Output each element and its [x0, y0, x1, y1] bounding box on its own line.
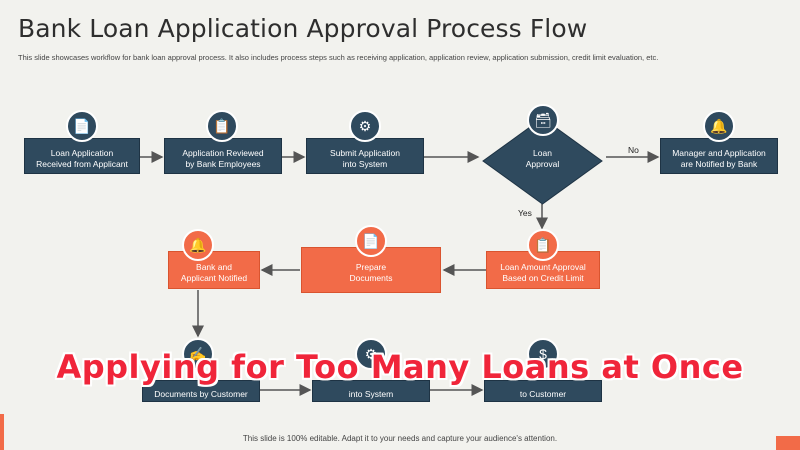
corner-accent-left	[0, 414, 4, 450]
page-title: Bank Loan Application Approval Process F…	[18, 14, 588, 43]
footer-note: This slide is 100% editable. Adapt it to…	[242, 434, 558, 443]
page-subtitle: This slide showcases workflow for bank l…	[18, 53, 659, 62]
decision-label: Loan Approval	[525, 148, 560, 169]
step-application-reviewed: Application Reviewed by Bank Employees	[164, 138, 282, 174]
step-into-system: into System	[312, 380, 430, 402]
document-check-icon: 📋	[527, 229, 559, 261]
application-icon: 📄	[66, 110, 98, 142]
decision-loan-approval	[482, 117, 603, 205]
step-loan-amount-approval: Loan Amount Approval Based on Credit Lim…	[486, 251, 600, 289]
step-bank-applicant-notified: Bank and Applicant Notified	[168, 251, 260, 289]
bell-icon: 🔔	[703, 110, 735, 142]
document-sign-icon: ✍	[182, 338, 214, 370]
step-submit-application: Submit Application into System	[306, 138, 424, 174]
step-manager-notified: Manager and Application are Notified by …	[660, 138, 778, 174]
edge-label-yes: Yes	[518, 208, 532, 218]
document-icon: 📄	[355, 225, 387, 257]
bell-icon: 🔔	[182, 229, 214, 261]
money-icon: $	[527, 338, 559, 370]
monitor-gear-icon: ⚙	[355, 338, 387, 370]
step-documents-by-customer: Documents by Customer	[142, 380, 260, 402]
monitor-gear-icon: ⚙	[349, 110, 381, 142]
document-stack-icon: 🗃	[527, 104, 559, 136]
corner-accent-right	[776, 436, 800, 450]
step-to-customer: to Customer	[484, 380, 602, 402]
clipboard-icon: 📋	[206, 110, 238, 142]
step-loan-application: Loan Application Received from Applicant	[24, 138, 140, 174]
overlay-headline: Applying for Too Many Loans at Once	[56, 348, 744, 386]
edge-label-no: No	[628, 145, 639, 155]
